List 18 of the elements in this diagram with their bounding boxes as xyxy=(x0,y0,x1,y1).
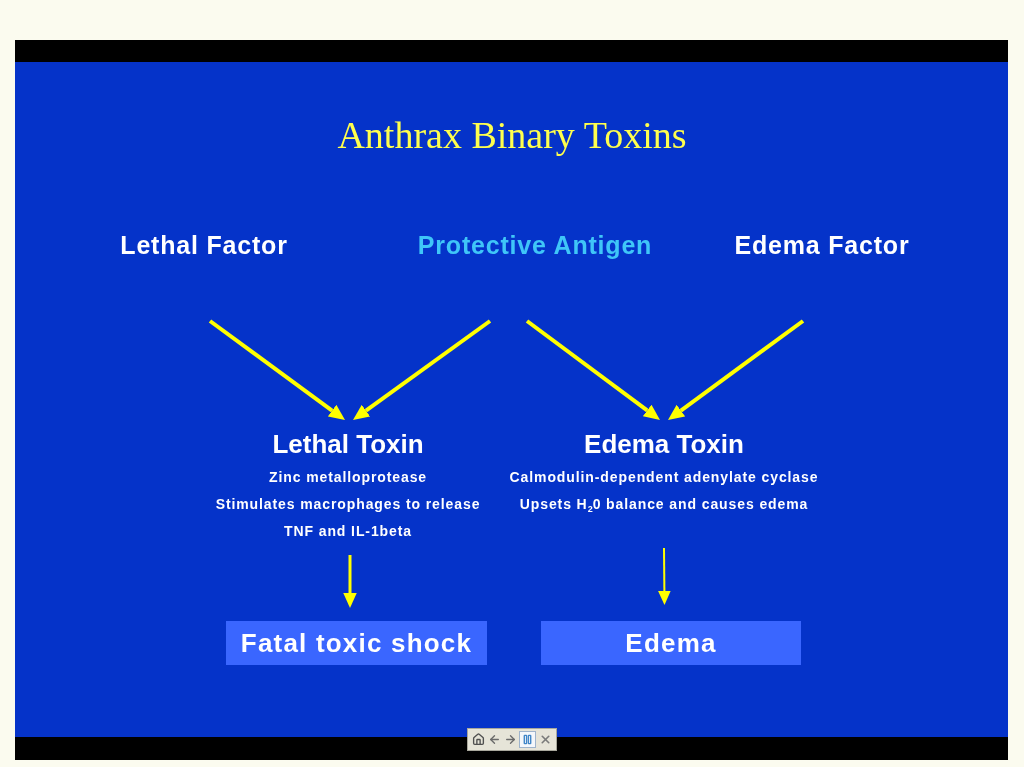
factor-label: Protective Antigen xyxy=(417,230,653,260)
toxin-description: Stimulates macrophages to release TNF and IL-1beta xyxy=(214,495,482,541)
arrow xyxy=(208,319,344,420)
outcome-box: Fatal toxic shock xyxy=(226,621,487,665)
arrow xyxy=(525,319,659,420)
arrow xyxy=(354,319,492,420)
toxin-title: Edema Toxin xyxy=(584,429,744,459)
slide-title: Anthrax Binary Toxins xyxy=(337,113,687,157)
toxin-description: Zinc metalloprotease xyxy=(268,468,427,487)
toxin-description: Calmodulin-dependent adenylate cyclase xyxy=(509,468,819,487)
factor-label: Edema Factor xyxy=(734,230,910,260)
arrow xyxy=(343,555,357,607)
outcome-box: Edema xyxy=(541,621,801,665)
factor-label: Lethal Factor xyxy=(120,230,288,260)
arrow xyxy=(669,319,805,420)
toxin-description: Upsets H$_{2}$0 balance and causes edema xyxy=(519,495,809,516)
toxin-title: Lethal Toxin xyxy=(272,429,424,459)
arrow xyxy=(658,547,671,604)
